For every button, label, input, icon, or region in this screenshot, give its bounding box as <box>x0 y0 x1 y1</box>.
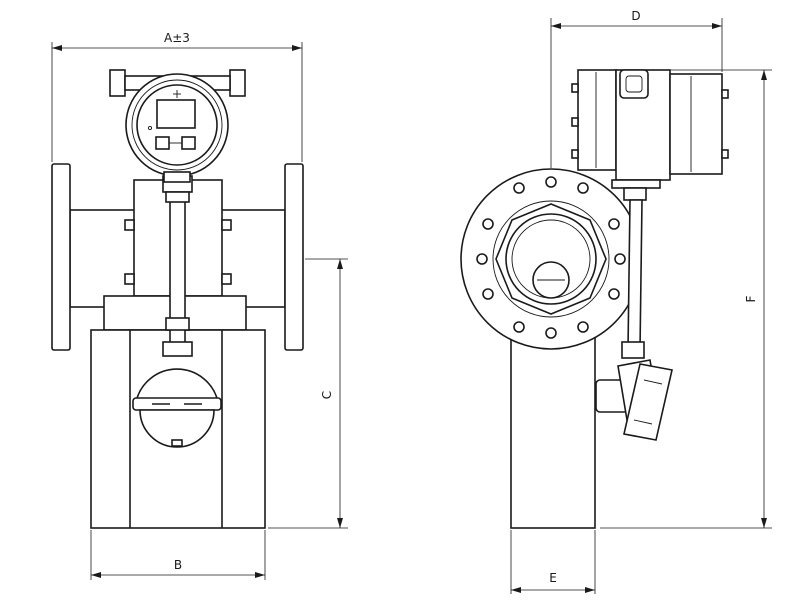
side-bolt-hole <box>482 218 494 230</box>
side-bolt-hole <box>513 182 525 194</box>
front-key <box>155 136 170 150</box>
side-housing-lug <box>721 89 729 99</box>
side-bolt-hole <box>577 182 589 194</box>
side-cable-gland <box>619 69 649 99</box>
front-left-flange <box>51 163 71 351</box>
side-junction-cover <box>623 363 673 441</box>
dimension-label-a: A±3 <box>164 31 190 45</box>
side-housing-neck-fitting <box>623 187 647 201</box>
dimension-label-f: F <box>744 295 758 302</box>
front-right-flange <box>284 163 304 351</box>
dimension-label-d: D <box>631 9 640 23</box>
front-conduit-fitting <box>165 317 190 331</box>
side-bolt-hole <box>545 327 557 339</box>
front-key <box>181 136 196 150</box>
side-housing-lug <box>571 149 579 159</box>
side-conduit <box>627 199 643 351</box>
side-conduit-fitting <box>621 341 645 359</box>
side-bore <box>505 213 597 305</box>
dimension-label-c: C <box>320 391 334 399</box>
dimension-label-b: B <box>174 558 182 572</box>
front-junction-band <box>132 397 222 411</box>
front-junction-head-bottom <box>139 409 215 448</box>
side-bolt-hole <box>545 176 557 188</box>
side-view: D E F <box>460 9 772 594</box>
side-bolt-hole <box>608 218 620 230</box>
dimension-label-e: E <box>549 571 557 585</box>
front-conduit-fitting <box>162 341 193 357</box>
front-bolt <box>124 219 135 231</box>
front-junction-head-top <box>135 368 219 403</box>
front-bolt <box>124 273 135 285</box>
front-junction-plug <box>171 439 183 447</box>
side-bolt-hole <box>614 253 626 265</box>
side-housing-lug <box>721 149 729 159</box>
front-lcd <box>156 99 196 129</box>
side-lower-support <box>510 329 596 529</box>
front-conduit-fitting <box>165 191 190 203</box>
side-housing-neck <box>611 179 661 189</box>
front-bolt <box>221 219 232 231</box>
side-bolt-hole <box>577 321 589 333</box>
side-housing-lug <box>571 117 579 127</box>
side-housing-left-cap <box>577 69 617 171</box>
side-bolt-hole <box>482 288 494 300</box>
front-head-neck <box>163 171 191 183</box>
side-housing-right-cap <box>669 73 723 175</box>
side-housing-lug <box>571 83 579 93</box>
side-bolt-hole <box>608 288 620 300</box>
side-bolt-hole <box>513 321 525 333</box>
front-head-port <box>109 69 126 97</box>
front-view: A±3 B C <box>51 31 348 580</box>
front-head-port <box>229 69 246 97</box>
side-bolt-hole <box>476 253 488 265</box>
front-bolt <box>221 273 232 285</box>
